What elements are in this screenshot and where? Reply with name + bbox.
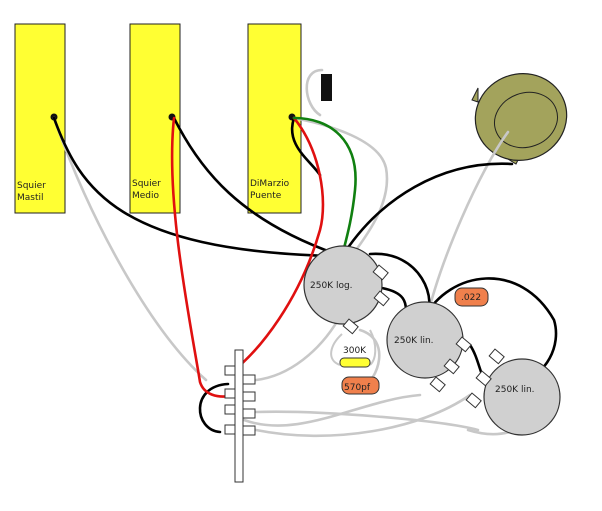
red-wire-middle (170, 116, 232, 398)
ground-wire-switch-pot3 (254, 393, 472, 438)
switch-lug-left-3 (224, 404, 236, 415)
ground-clip (321, 74, 332, 101)
output-jack (471, 73, 568, 165)
capacitor-tone-label: .022 (461, 293, 481, 303)
pickup-bridge-label-1: DiMarzio (250, 179, 290, 189)
pot-volume-label: 250K log. (310, 281, 353, 291)
hot-wire-green (292, 116, 357, 258)
pot-tone-1: 250K lin. (386, 301, 472, 393)
pot-tone-2-lug-1 (488, 348, 505, 365)
ground-wire-clip (305, 68, 324, 117)
pot-tone-2: 250K lin. (465, 348, 561, 436)
pot-tone-1-lug-1 (455, 336, 472, 353)
pickup-bridge-label-2: Puente (250, 191, 282, 201)
pot-volume-lug-2 (373, 290, 390, 307)
ground-wire-switch-right (254, 410, 480, 432)
pickup-neck: Squier Mastil (14, 23, 66, 214)
pot-volume-lug-1 (372, 264, 389, 281)
capacitor-treble-label: 570pf (344, 383, 371, 393)
pot-tone-1-lug-3 (429, 376, 446, 393)
switch-lug-left-4 (224, 424, 236, 435)
switch-lug-left-1 (224, 365, 236, 376)
pickup-selector-switch (224, 349, 256, 483)
resistor-lead (330, 329, 377, 366)
pickup-bridge: DiMarzio Puente (247, 23, 302, 214)
black-wire-middle (172, 116, 338, 256)
capacitor-treble-bleed: 570pf (341, 376, 380, 395)
green-wire-bridge (292, 116, 357, 258)
output-jack-inner (494, 91, 558, 149)
pot-tone-1-label: 250K lin. (394, 336, 434, 346)
ground-wire-jack (424, 130, 510, 324)
capacitor-tone: .022 (454, 287, 489, 307)
switch-lug-right-3 (242, 408, 256, 419)
resistor-300k: 300K (330, 329, 377, 368)
switch-lug-right-2 (242, 391, 256, 402)
pot-tone-2-label: 250K lin. (495, 385, 535, 395)
ground-wire-switch-vol (254, 318, 340, 382)
pot-volume-lug-3 (342, 318, 359, 335)
capacitor-treble-body (341, 376, 380, 395)
ground-wire-neck (52, 116, 208, 382)
black-wire-vol-jack (343, 162, 514, 254)
pot-volume-body (303, 245, 383, 325)
pickup-neck-label-1: Squier (17, 181, 46, 191)
hot-wires-black (52, 116, 558, 434)
switch-body (234, 349, 244, 483)
resistor-label: 300K (343, 346, 367, 356)
pickup-middle-label-2: Medio (132, 191, 160, 201)
switch-lug-right-4 (242, 425, 256, 436)
switch-lug-right-1 (242, 374, 256, 385)
pot-tone-2-lug-2 (475, 370, 492, 387)
output-jack-tip (471, 87, 479, 103)
pickup-middle-label-1: Squier (132, 179, 161, 189)
capacitor-tone-body (454, 287, 489, 307)
red-wire-bridge (230, 116, 325, 374)
switch-lug-left-2 (224, 388, 236, 399)
pot-tone-2-lug-3 (465, 392, 482, 409)
pot-tone-2-body (483, 358, 561, 436)
pickup-neck-label-2: Mastil (17, 193, 44, 203)
hot-wires-red (170, 116, 325, 398)
black-wire-neck (52, 116, 332, 258)
pot-volume: 250K log. (303, 245, 390, 335)
ground-wire-switch-bottom (242, 393, 422, 427)
black-wire-switch-loop (198, 382, 230, 434)
resistor-body (339, 357, 371, 368)
black-wire-bridge-hook (290, 116, 322, 177)
pot-tone-1-lug-2 (443, 358, 460, 375)
